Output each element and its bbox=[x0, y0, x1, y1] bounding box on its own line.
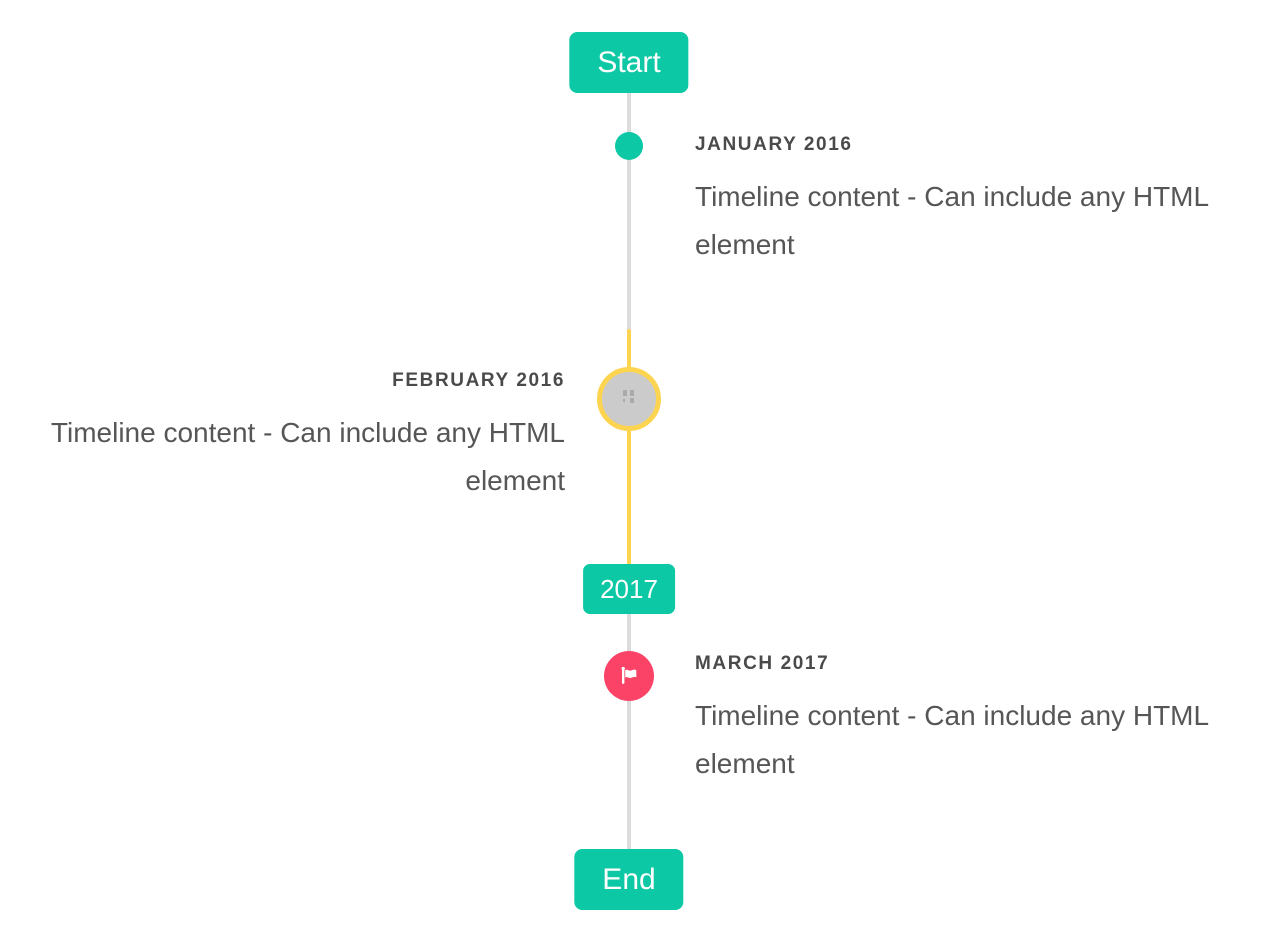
item-title: JANUARY 2016 bbox=[695, 134, 853, 155]
item-content: Timeline content - Can include any HTML … bbox=[50, 417, 565, 496]
marker-circle-february bbox=[597, 367, 661, 431]
timeline-item-january-2016: JANUARY 2016 Timeline content - Can incl… bbox=[695, 134, 1227, 269]
timeline-end-badge: End bbox=[574, 849, 684, 910]
timeline-start-badge: Start bbox=[569, 32, 689, 93]
timeline-year-badge: 2017 bbox=[583, 564, 675, 614]
flag-icon bbox=[617, 664, 641, 688]
marker-circle-march bbox=[604, 651, 654, 701]
item-content: Timeline content - Can include any HTML … bbox=[695, 181, 1209, 260]
item-content: Timeline content - Can include any HTML … bbox=[695, 700, 1209, 779]
broken-image-icon bbox=[622, 389, 637, 409]
item-title: FEBRUARY 2016 bbox=[392, 370, 565, 391]
timeline-item-march-2017: MARCH 2017 Timeline content - Can includ… bbox=[695, 653, 1227, 788]
timeline-line-highlight-segment bbox=[627, 329, 631, 566]
item-title: MARCH 2017 bbox=[695, 653, 830, 674]
timeline-item-february-2016: FEBRUARY 2016 Timeline content - Can inc… bbox=[35, 370, 565, 505]
marker-dot-january bbox=[615, 132, 643, 160]
